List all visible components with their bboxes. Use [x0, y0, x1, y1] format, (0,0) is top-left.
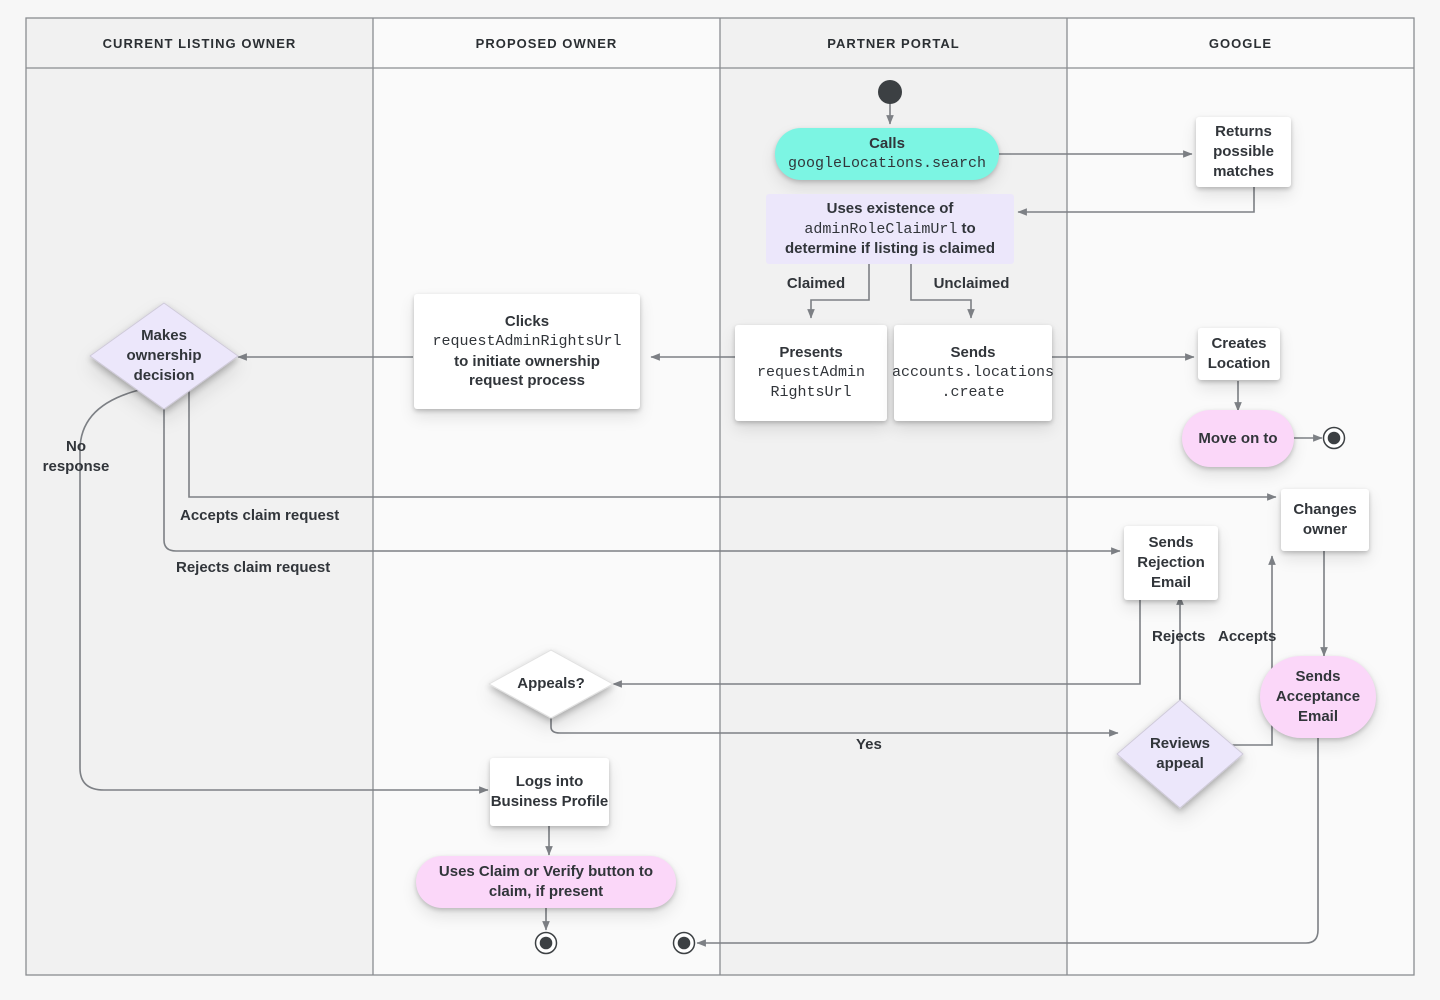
node-reviews-appeal[interactable]: Reviews appeal [1130, 728, 1230, 780]
node-line-3: to initiate ownership [454, 352, 600, 370]
decision-makes-ownership [89, 302, 239, 410]
lane-backgrounds [26, 68, 1414, 975]
node-makes-ownership-decision[interactable]: Makes ownership decision [104, 318, 224, 394]
edge-label-no-response: No response [29, 437, 123, 478]
node-sends-rejection-email[interactable]: Sends Rejection Email [1124, 526, 1218, 600]
lane-label: GOOGLE [1208, 35, 1273, 51]
node-line-1: Clicks [504, 312, 550, 330]
end-node-acceptance [677, 936, 691, 950]
edge-decision-rejects [163, 395, 1121, 555]
end-node-google [1327, 431, 1341, 445]
start-node [878, 80, 902, 104]
lane-header-google: GOOGLE [1067, 18, 1414, 68]
edge-acceptance-to-end [696, 737, 1319, 947]
node-sends-acceptance-email[interactable]: Sends Acceptance Email [1260, 656, 1376, 738]
node-label: Move on to [1198, 429, 1278, 447]
node-line-2: requestAdmin [756, 364, 866, 382]
node-clicks-request-admin-rights-url[interactable]: Clicks requestAdminRightsUrl to initiate… [414, 294, 640, 409]
edge-review-accepts [1218, 555, 1276, 746]
lane-header-proposed-owner: PROPOSED OWNER [373, 18, 720, 68]
node-uses-claim-or-verify-button[interactable]: Uses Claim or Verify button to claim, if… [416, 856, 676, 908]
lane-header-partner-portal: PARTNER PORTAL [720, 18, 1067, 68]
lane-label: CURRENT LISTING OWNER [102, 35, 297, 51]
edge-label-rejects-claim-request: Rejects claim request [176, 559, 331, 576]
node-line-2: requestAdminRightsUrl [432, 332, 622, 350]
node-line-1: Calls [869, 135, 905, 153]
node-changes-owner[interactable]: Changes owner [1281, 489, 1369, 551]
node-creates-location[interactable]: Creates Location [1198, 328, 1280, 380]
node-label: Sends Rejection Email [1137, 534, 1205, 591]
node-line-2-suffix: to [957, 219, 976, 237]
node-line-1: Uses Claim or Verify button to [438, 863, 654, 881]
lane-header-current-listing-owner: CURRENT LISTING OWNER [26, 18, 373, 68]
node-line-2: adminRoleClaimUrl to [804, 219, 975, 240]
node-move-on-to[interactable]: Move on to [1182, 410, 1294, 467]
node-line-1: Sends [950, 344, 996, 362]
edge-label-yes: Yes [856, 736, 882, 753]
edge-appeals-yes-to-review [550, 714, 1119, 737]
edge-label-rejects: Rejects [1152, 628, 1206, 645]
node-line-4: request process [469, 372, 585, 390]
edge-uses-to-presents [807, 263, 870, 319]
edge-label-accepts: Accepts [1218, 628, 1277, 645]
node-appeals[interactable]: Appeals? [501, 668, 601, 700]
edge-label-claimed: Claimed [786, 275, 846, 292]
edge-decision-accepts [188, 390, 1277, 501]
end-node-proposed-owner [539, 936, 553, 950]
node-line-2: claim, if present [488, 883, 604, 900]
edge-returns-to-uses [1017, 187, 1255, 216]
node-label: Sends Acceptance Email [1275, 668, 1361, 725]
node-sends-accounts-locations-create[interactable]: Sends accounts.locations .create [891, 325, 1055, 421]
connectors [79, 103, 1328, 947]
decision-appeals [487, 649, 615, 719]
edge-rejection-to-appeals [612, 600, 1141, 688]
node-uses-existence-of-admin-role-claim-url[interactable]: Uses existence of adminRoleClaimUrl to d… [766, 194, 1014, 264]
node-line-3: determine if listing is claimed [784, 240, 996, 258]
node-calls-google-locations-search[interactable]: Calls googleLocations.search [775, 128, 999, 180]
node-logs-into-business-profile[interactable]: Logs into Business Profile [490, 758, 609, 826]
node-line-1: Uses existence of [826, 199, 954, 217]
node-line-2: googleLocations.search [787, 155, 987, 172]
node-line-1: Presents [779, 344, 843, 362]
node-label: Reviews appeal [1149, 735, 1211, 772]
node-label: Returns possible matches [1213, 123, 1274, 180]
lane-label: PROPOSED OWNER [475, 35, 618, 51]
node-code-token: adminRoleClaimUrl [804, 220, 958, 238]
node-label: Logs into Business Profile [490, 773, 609, 810]
node-label: Creates Location [1207, 335, 1271, 372]
node-returns-possible-matches[interactable]: Returns possible matches [1196, 117, 1291, 187]
node-line-3: RightsUrl [770, 383, 852, 401]
lane-header-backgrounds [26, 18, 1414, 68]
terminal-markers [534, 80, 1346, 955]
node-presents-request-admin-rights-url[interactable]: Presents requestAdmin RightsUrl [735, 325, 887, 421]
edge-uses-to-sends [910, 263, 975, 319]
node-label: Appeals? [517, 675, 585, 693]
edge-label-accepts-claim-request: Accepts claim request [180, 507, 340, 524]
decision-shapes [89, 302, 1244, 809]
node-line-2: accounts.locations [891, 364, 1055, 382]
decision-reviews-appeal [1116, 699, 1244, 809]
lane-label: PARTNER PORTAL [827, 35, 960, 51]
edge-label-line-2: response [42, 458, 110, 476]
node-label: Changes owner [1293, 501, 1357, 538]
edge-label-unclaimed: Unclaimed [933, 275, 1010, 292]
node-line-3: .create [941, 383, 1005, 401]
node-label: Makes ownership decision [126, 327, 202, 384]
edge-label-line-1: No [66, 438, 86, 455]
edge-decision-no-response [79, 387, 489, 794]
